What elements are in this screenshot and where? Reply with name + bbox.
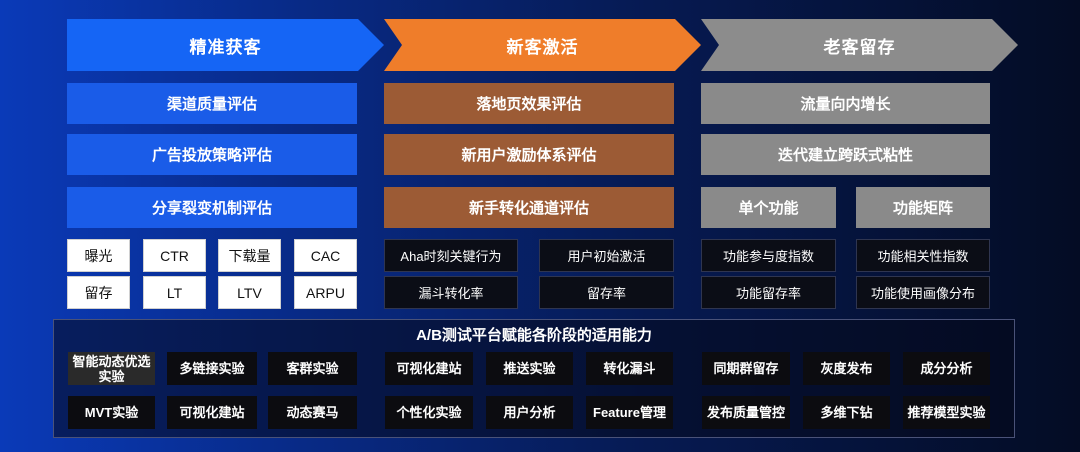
platform-title: A/B测试平台赋能各阶段的适用能力 [416,327,652,344]
stage-arrow-acquisition: 精准获客 [67,19,384,71]
metric-box: 用户初始激活 [539,239,674,272]
metric-box: 曝光 [67,239,130,272]
metric-box: 留存率 [539,276,674,309]
capability-chip: 同期群留存 [702,352,790,385]
eval-box: 渠道质量评估 [67,83,357,124]
metric-box: Aha时刻关键行为 [384,239,518,272]
capability-chip: 用户分析 [486,396,573,429]
eval-box: 新手转化通道评估 [384,187,674,228]
capability-chip: MVT实验 [68,396,155,429]
metric-box: CTR [143,239,206,272]
metric-box: 功能使用画像分布 [856,276,990,309]
eval-box: 流量向内增长 [701,83,990,124]
eval-box: 广告投放策略评估 [67,134,357,175]
metric-box: CAC [294,239,357,272]
capability-chip: 成分分析 [903,352,990,385]
capability-chip: 可视化建站 [385,352,473,385]
capability-chip: 转化漏斗 [586,352,673,385]
capability-chip: 灰度发布 [803,352,890,385]
capability-chip: 多维下钻 [803,396,890,429]
feature-box: 单个功能 [701,187,836,228]
metric-box: 留存 [67,276,130,309]
stage-title: 精准获客 [189,37,262,57]
stage-title: 老客留存 [823,37,896,57]
capability-chip: Feature管理 [586,396,673,429]
eval-box: 新用户激励体系评估 [384,134,674,175]
eval-box: 落地页效果评估 [384,83,674,124]
capability-chip: 智能动态优选实验 [68,352,155,385]
stage-arrow-retention: 老客留存 [701,19,1018,71]
stage-arrow-activation: 新客激活 [384,19,701,71]
metric-box: 功能参与度指数 [701,239,836,272]
capability-chip: 多链接实验 [167,352,257,385]
feature-box: 功能矩阵 [856,187,990,228]
metric-box: ARPU [294,276,357,309]
metric-box: LT [143,276,206,309]
capability-chip: 个性化实验 [385,396,473,429]
eval-box: 分享裂变机制评估 [67,187,357,228]
metric-box: 功能留存率 [701,276,836,309]
metric-box: 漏斗转化率 [384,276,518,309]
capability-chip: 发布质量管控 [702,396,790,429]
capability-chip: 客群实验 [268,352,357,385]
capability-chip: 推送实验 [486,352,573,385]
metric-box: 下载量 [218,239,281,272]
metric-box: 功能相关性指数 [856,239,990,272]
eval-box: 迭代建立跨跃式粘性 [701,134,990,175]
stage-title: 新客激活 [506,37,579,57]
capability-chip: 可视化建站 [167,396,257,429]
capability-chip: 动态赛马 [268,396,357,429]
metric-box: LTV [218,276,281,309]
capability-chip: 推荐模型实验 [903,396,990,429]
